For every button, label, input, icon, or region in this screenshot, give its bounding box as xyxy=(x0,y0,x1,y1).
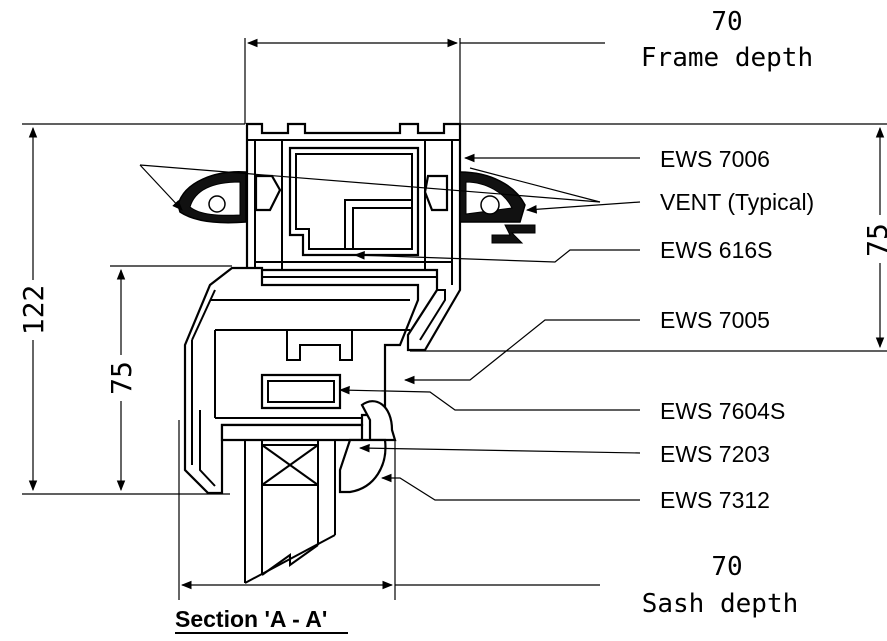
callout-ews-7006: EWS 7006 xyxy=(660,146,770,172)
sash-depth-value: 70 xyxy=(711,552,742,582)
sash-depth-dimension: 70 Sash depth xyxy=(178,420,799,619)
callout-ews-616s: EWS 616S xyxy=(660,237,773,263)
callout-vent: VENT (Typical) xyxy=(660,189,814,215)
sash-height-value: 75 xyxy=(105,361,138,395)
frame-depth-value: 70 xyxy=(711,7,742,37)
section-title: Section 'A - A' xyxy=(175,606,348,634)
reinforcement-7604s xyxy=(260,373,342,410)
glass-panel xyxy=(244,440,336,584)
frame-height-value: 75 xyxy=(861,223,887,257)
overall-height-dimension: 122 xyxy=(17,123,245,495)
leader-lines xyxy=(139,153,641,501)
overall-height-value: 122 xyxy=(17,285,50,336)
reinforcement-616s xyxy=(288,146,420,257)
vent-left xyxy=(177,171,282,224)
frame-depth-label: Frame depth xyxy=(641,43,813,73)
callout-ews-7312: EWS 7312 xyxy=(660,487,770,513)
vent-right xyxy=(423,171,536,244)
callout-ews-7203: EWS 7203 xyxy=(660,441,770,467)
callout-labels: EWS 7006 VENT (Typical) EWS 616S EWS 700… xyxy=(660,146,814,513)
sash-height-dimension: 75 xyxy=(105,265,232,492)
frame-height-dimension: 75 xyxy=(410,123,887,352)
callout-ews-7005: EWS 7005 xyxy=(660,307,770,333)
glazing-bead xyxy=(220,400,397,494)
section-title-text: Section 'A - A' xyxy=(175,606,327,632)
callout-ews-7604s: EWS 7604S xyxy=(660,398,785,424)
frame-depth-dimension: 70 Frame depth xyxy=(244,7,813,124)
sash-depth-label: Sash depth xyxy=(642,589,799,619)
